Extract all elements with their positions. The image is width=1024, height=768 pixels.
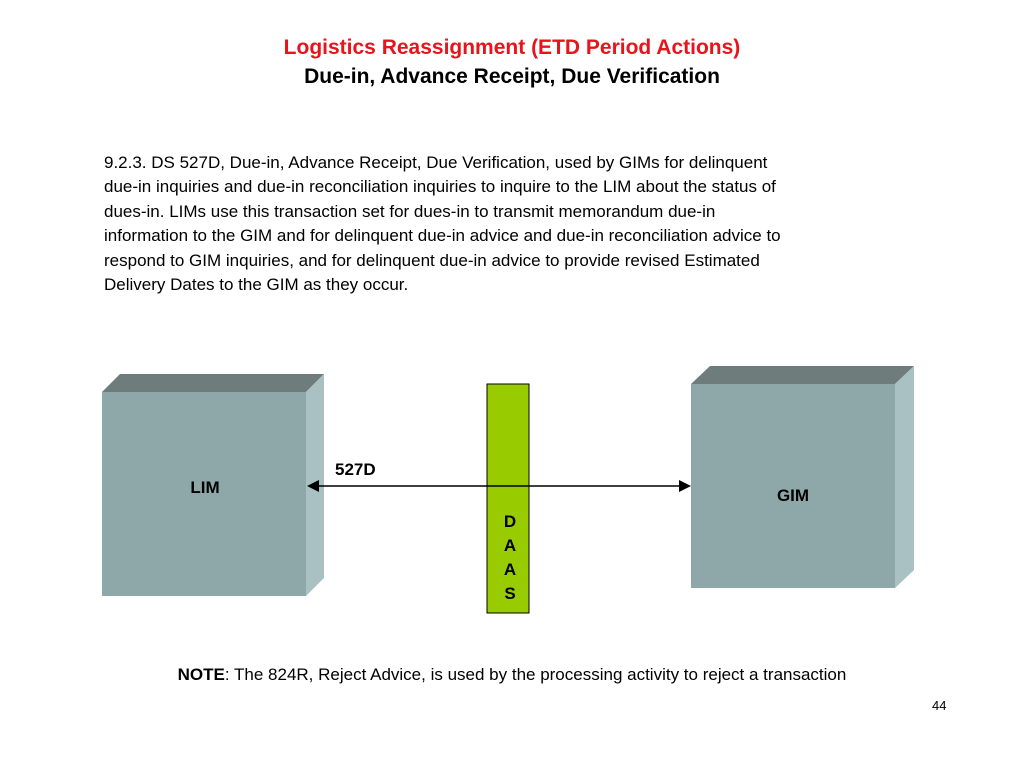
gim-box: GIM: [691, 366, 914, 588]
note-line: NOTE: The 824R, Reject Advice, is used b…: [0, 664, 1024, 686]
daas-letter: D: [504, 512, 516, 531]
lim-label: LIM: [190, 478, 219, 497]
daas-letter: A: [504, 560, 516, 579]
slide-title: Logistics Reassignment (ETD Period Actio…: [283, 36, 741, 59]
lim-box: LIM: [102, 374, 324, 596]
gim-box-top: [691, 366, 914, 384]
page-number: 44: [932, 698, 947, 713]
body-paragraph: 9.2.3. DS 527D, Due-in, Advance Receipt,…: [104, 153, 781, 295]
gim-box-front: [691, 384, 895, 588]
arrow-label: 527D: [335, 460, 376, 479]
lim-box-side: [306, 374, 324, 596]
daas-letter: A: [504, 536, 516, 555]
slide-subtitle: Due-in, Advance Receipt, Due Verificatio…: [304, 65, 720, 88]
gim-label: GIM: [777, 486, 809, 505]
lim-box-front: [102, 392, 306, 596]
daas-letter: S: [504, 584, 515, 603]
daas-bar: D A A S: [486, 383, 530, 614]
lim-box-top: [102, 374, 324, 392]
note-text: : The 824R, Reject Advice, is used by th…: [224, 665, 847, 684]
note-label: NOTE: [177, 665, 225, 684]
gim-box-side: [895, 366, 914, 588]
